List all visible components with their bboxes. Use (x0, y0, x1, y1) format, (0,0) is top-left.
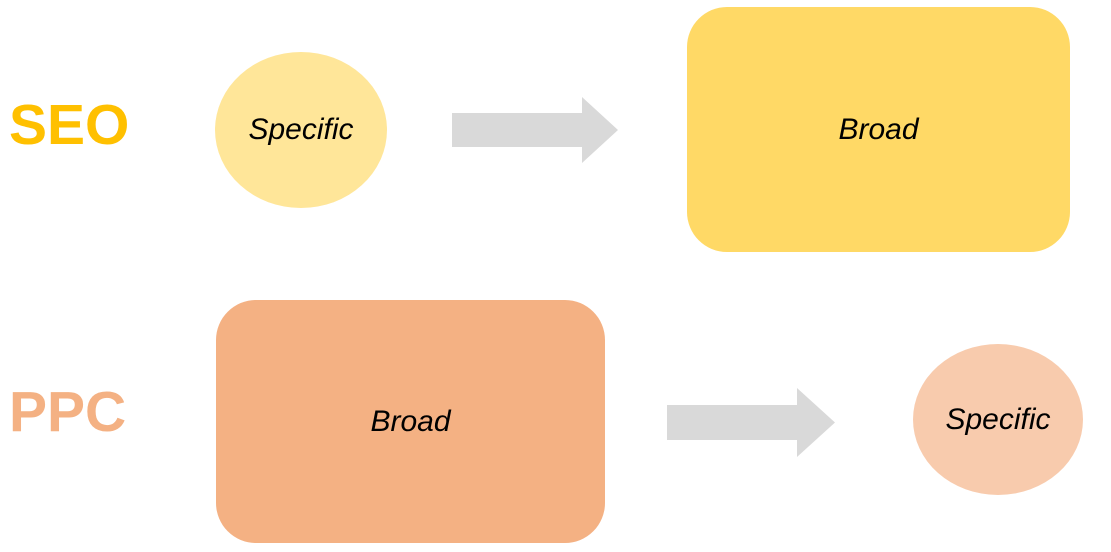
seo-broad-rectangle-label: Broad (838, 112, 919, 146)
seo-specific-circle: Specific (215, 52, 387, 208)
ppc-broad-rectangle-label: Broad (370, 404, 451, 438)
ppc-specific-circle: Specific (913, 344, 1083, 495)
seo-specific-circle-label: Specific (248, 113, 354, 146)
seo-broad-rectangle: Broad (687, 7, 1070, 252)
ppc-row-label: PPC (9, 380, 127, 444)
ppc-broad-rectangle: Broad (216, 300, 605, 543)
seo-right-arrow-icon (452, 97, 618, 163)
ppc-specific-circle-label: Specific (945, 402, 1051, 436)
ppc-right-arrow-icon (667, 388, 835, 457)
seo-row-label: SEO (9, 93, 130, 157)
